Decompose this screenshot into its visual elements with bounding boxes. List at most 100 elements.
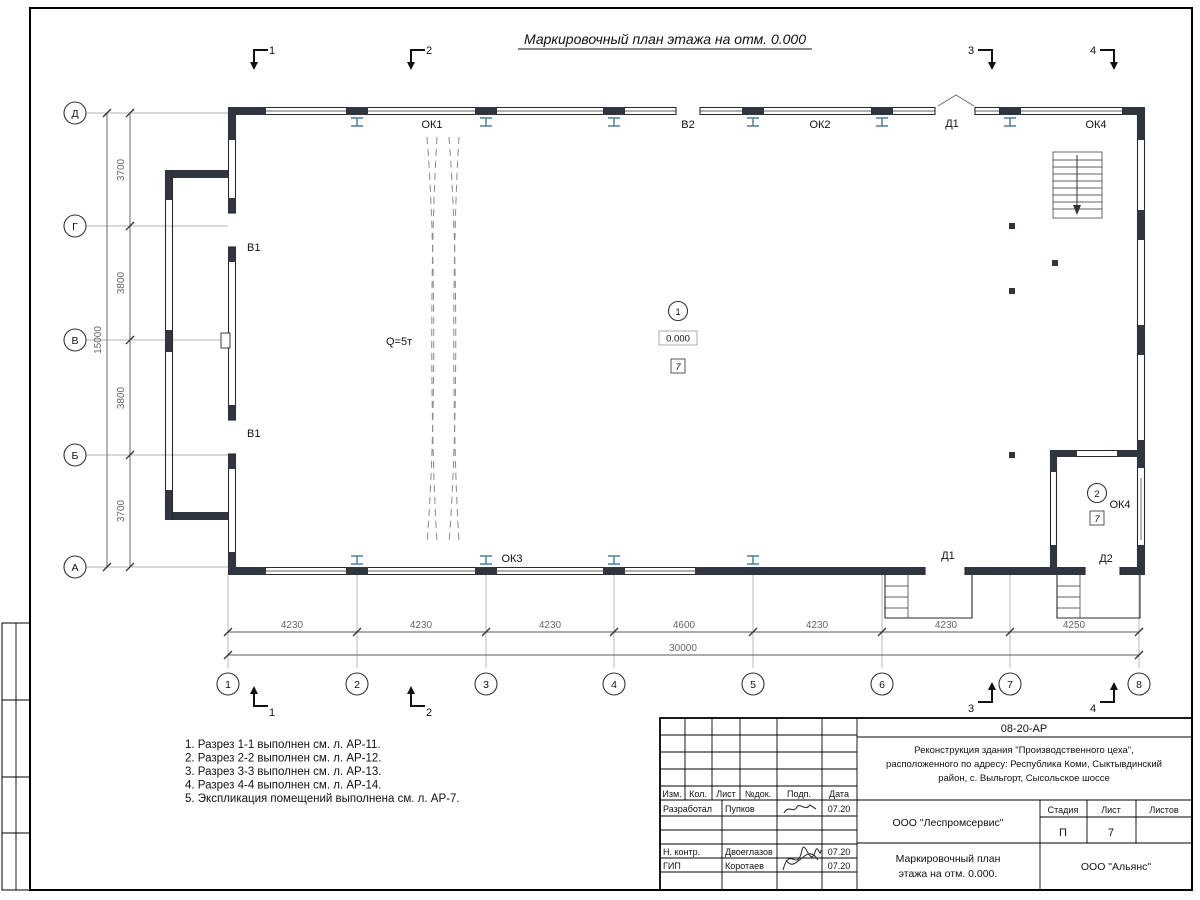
section-marks: 1 2 3 4 1 2 3 4 [250, 45, 1118, 719]
axis-row-v: В [71, 335, 78, 347]
axis-col-6: 6 [879, 679, 885, 691]
dim-bottom-1: 4230 [281, 620, 304, 631]
bottom-dimension-chain: 4230 4230 4230 4600 4230 4230 4250 30000 [223, 620, 1144, 660]
section-2-bottom: 2 [426, 707, 432, 719]
window-label-ok4-top: ОК4 [1085, 119, 1106, 131]
col-izm: Изм. [662, 789, 681, 799]
room2-floor-type: 7 [1094, 514, 1100, 525]
section-2-top: 2 [426, 45, 432, 57]
gip-role: ГИП [663, 861, 681, 871]
room1-number: 1 [675, 307, 680, 318]
room-markers: 1 0.000 7 2 7 [658, 300, 1108, 526]
gip-name: Коротаев [725, 861, 764, 871]
window-label-ok4-right: ОК4 [1109, 499, 1130, 511]
developer-signature [783, 804, 817, 814]
sheets-header: Листов [1149, 805, 1178, 815]
steel-columns [351, 117, 1016, 565]
organization-2: ООО "Альянс" [1081, 861, 1151, 873]
section-1-top: 1 [269, 45, 275, 57]
sheet-frame [1, 7, 1193, 891]
col-ndok: №док. [745, 789, 771, 799]
gate-label-v1-lower: В1 [247, 428, 260, 440]
developer-role: Разработал [663, 804, 712, 814]
note-1: 1. Разрез 1-1 выполнен см. л. АР-11. [185, 739, 381, 751]
plan-labels: ОК1 В2 ОК2 Д1 ОК4 В1 В1 Q=5т ОК3 Д1 Д2 О… [247, 118, 1131, 565]
project-line-2: расположенного по адресу: Республика Ком… [886, 759, 1162, 770]
dim-left-total: 15000 [93, 326, 104, 354]
page-title: Маркировочный план этажа на отм. 0.000 [524, 31, 806, 47]
axis-bubbles: Д Г В Б А 1 2 3 4 5 6 7 8 [63, 101, 1151, 696]
axis-col-8: 8 [1136, 679, 1142, 691]
sheet-header: Лист [1101, 805, 1121, 815]
section-4-top: 4 [1090, 45, 1096, 57]
axis-row-b: Б [72, 450, 79, 462]
col-podp: Подп. [787, 789, 811, 799]
dim-left-4: 3700 [116, 499, 127, 522]
section-1-bottom: 1 [269, 707, 275, 719]
ncontrol-name: Двоеглазов [725, 847, 773, 857]
window-label-ok2: ОК2 [809, 119, 830, 131]
col-data: Дата [829, 789, 849, 799]
axis-row-a: А [71, 562, 78, 574]
developer-date: 07.20 [828, 804, 851, 814]
room1-elevation: 0.000 [666, 334, 690, 345]
dim-bottom-5: 4230 [806, 620, 829, 631]
note-3: 3. Разрез 3-3 выполнен см. л. АР-13. [185, 766, 382, 778]
crane-capacity-label: Q=5т [386, 336, 412, 348]
sheet-value: 7 [1108, 827, 1114, 839]
col-list: Лист [716, 789, 736, 799]
dim-bottom-6: 4230 [935, 620, 958, 631]
window-label-ok3: ОК3 [501, 553, 522, 565]
drawing-title-line-2: этажа на отм. 0.000. [899, 868, 998, 880]
section-4-bottom: 4 [1090, 703, 1096, 715]
ncontrol-role: Н. контр. [663, 847, 700, 857]
window-label-ok1: ОК1 [421, 119, 442, 131]
approver-signature [782, 846, 822, 871]
gate-label-v2: В2 [681, 119, 694, 131]
dim-bottom-2: 4230 [410, 620, 433, 631]
dim-bottom-4: 4600 [673, 620, 696, 631]
axis-col-2: 2 [354, 679, 360, 691]
left-dimension-chain: 3700 3800 3800 3700 15000 [93, 108, 135, 572]
crane-rails [426, 136, 460, 544]
dim-bottom-3: 4230 [539, 620, 562, 631]
main-title: Маркировочный план этажа на отм. 0.000 [518, 31, 812, 50]
room1-floor-type: 7 [675, 362, 681, 373]
dim-left-2: 3800 [116, 271, 127, 294]
dim-bottom-7: 4250 [1063, 620, 1086, 631]
note-4: 4. Разрез 4-4 выполнен см. л. АР-14. [185, 780, 382, 792]
project-line-1: Реконструкция здания "Производственного … [914, 745, 1134, 756]
dim-left-1: 3700 [116, 158, 127, 181]
room2-number: 2 [1094, 489, 1099, 500]
note-5: 5. Экспликация помещений выполнена см. л… [185, 793, 460, 805]
axis-lines [86, 112, 1140, 668]
door-label-d2: Д2 [1099, 553, 1113, 565]
dim-bottom-total: 30000 [669, 643, 697, 654]
ncontrol-date: 07.20 [828, 847, 851, 857]
stage-value: П [1059, 827, 1067, 839]
axis-col-5: 5 [750, 679, 756, 691]
drawing-title-line-1: Маркировочный план [896, 853, 1001, 865]
axis-col-3: 3 [483, 679, 489, 691]
axis-col-1: 1 [225, 679, 231, 691]
note-2: 2. Разрез 2-2 выполнен см. л. АР-12. [185, 753, 382, 765]
document-number: 08-20-АР [1001, 723, 1047, 735]
notes-list: 1. Разрез 1-1 выполнен см. л. АР-11. 2. … [185, 739, 460, 805]
building-walls [164, 94, 1146, 619]
stairs [1052, 151, 1103, 219]
dim-left-3: 3800 [116, 386, 127, 409]
stage-header: Стадия [1048, 805, 1079, 815]
organization-1: ООО "Леспромсервис" [892, 817, 1003, 829]
axis-row-d: Д [71, 108, 78, 120]
gip-date: 07.20 [828, 861, 851, 871]
developer-name: Пупков [725, 804, 755, 814]
door-label-d1-top: Д1 [945, 118, 959, 130]
door-label-d1-bottom: Д1 [941, 550, 955, 562]
title-block: Изм. Кол. Лист №док. Подп. Дата Разработ… [659, 717, 1193, 891]
section-3-top: 3 [968, 45, 974, 57]
axis-col-7: 7 [1007, 679, 1013, 691]
section-3-bottom: 3 [968, 703, 974, 715]
axis-row-g: Г [72, 221, 78, 233]
col-kol: Кол. [689, 789, 707, 799]
